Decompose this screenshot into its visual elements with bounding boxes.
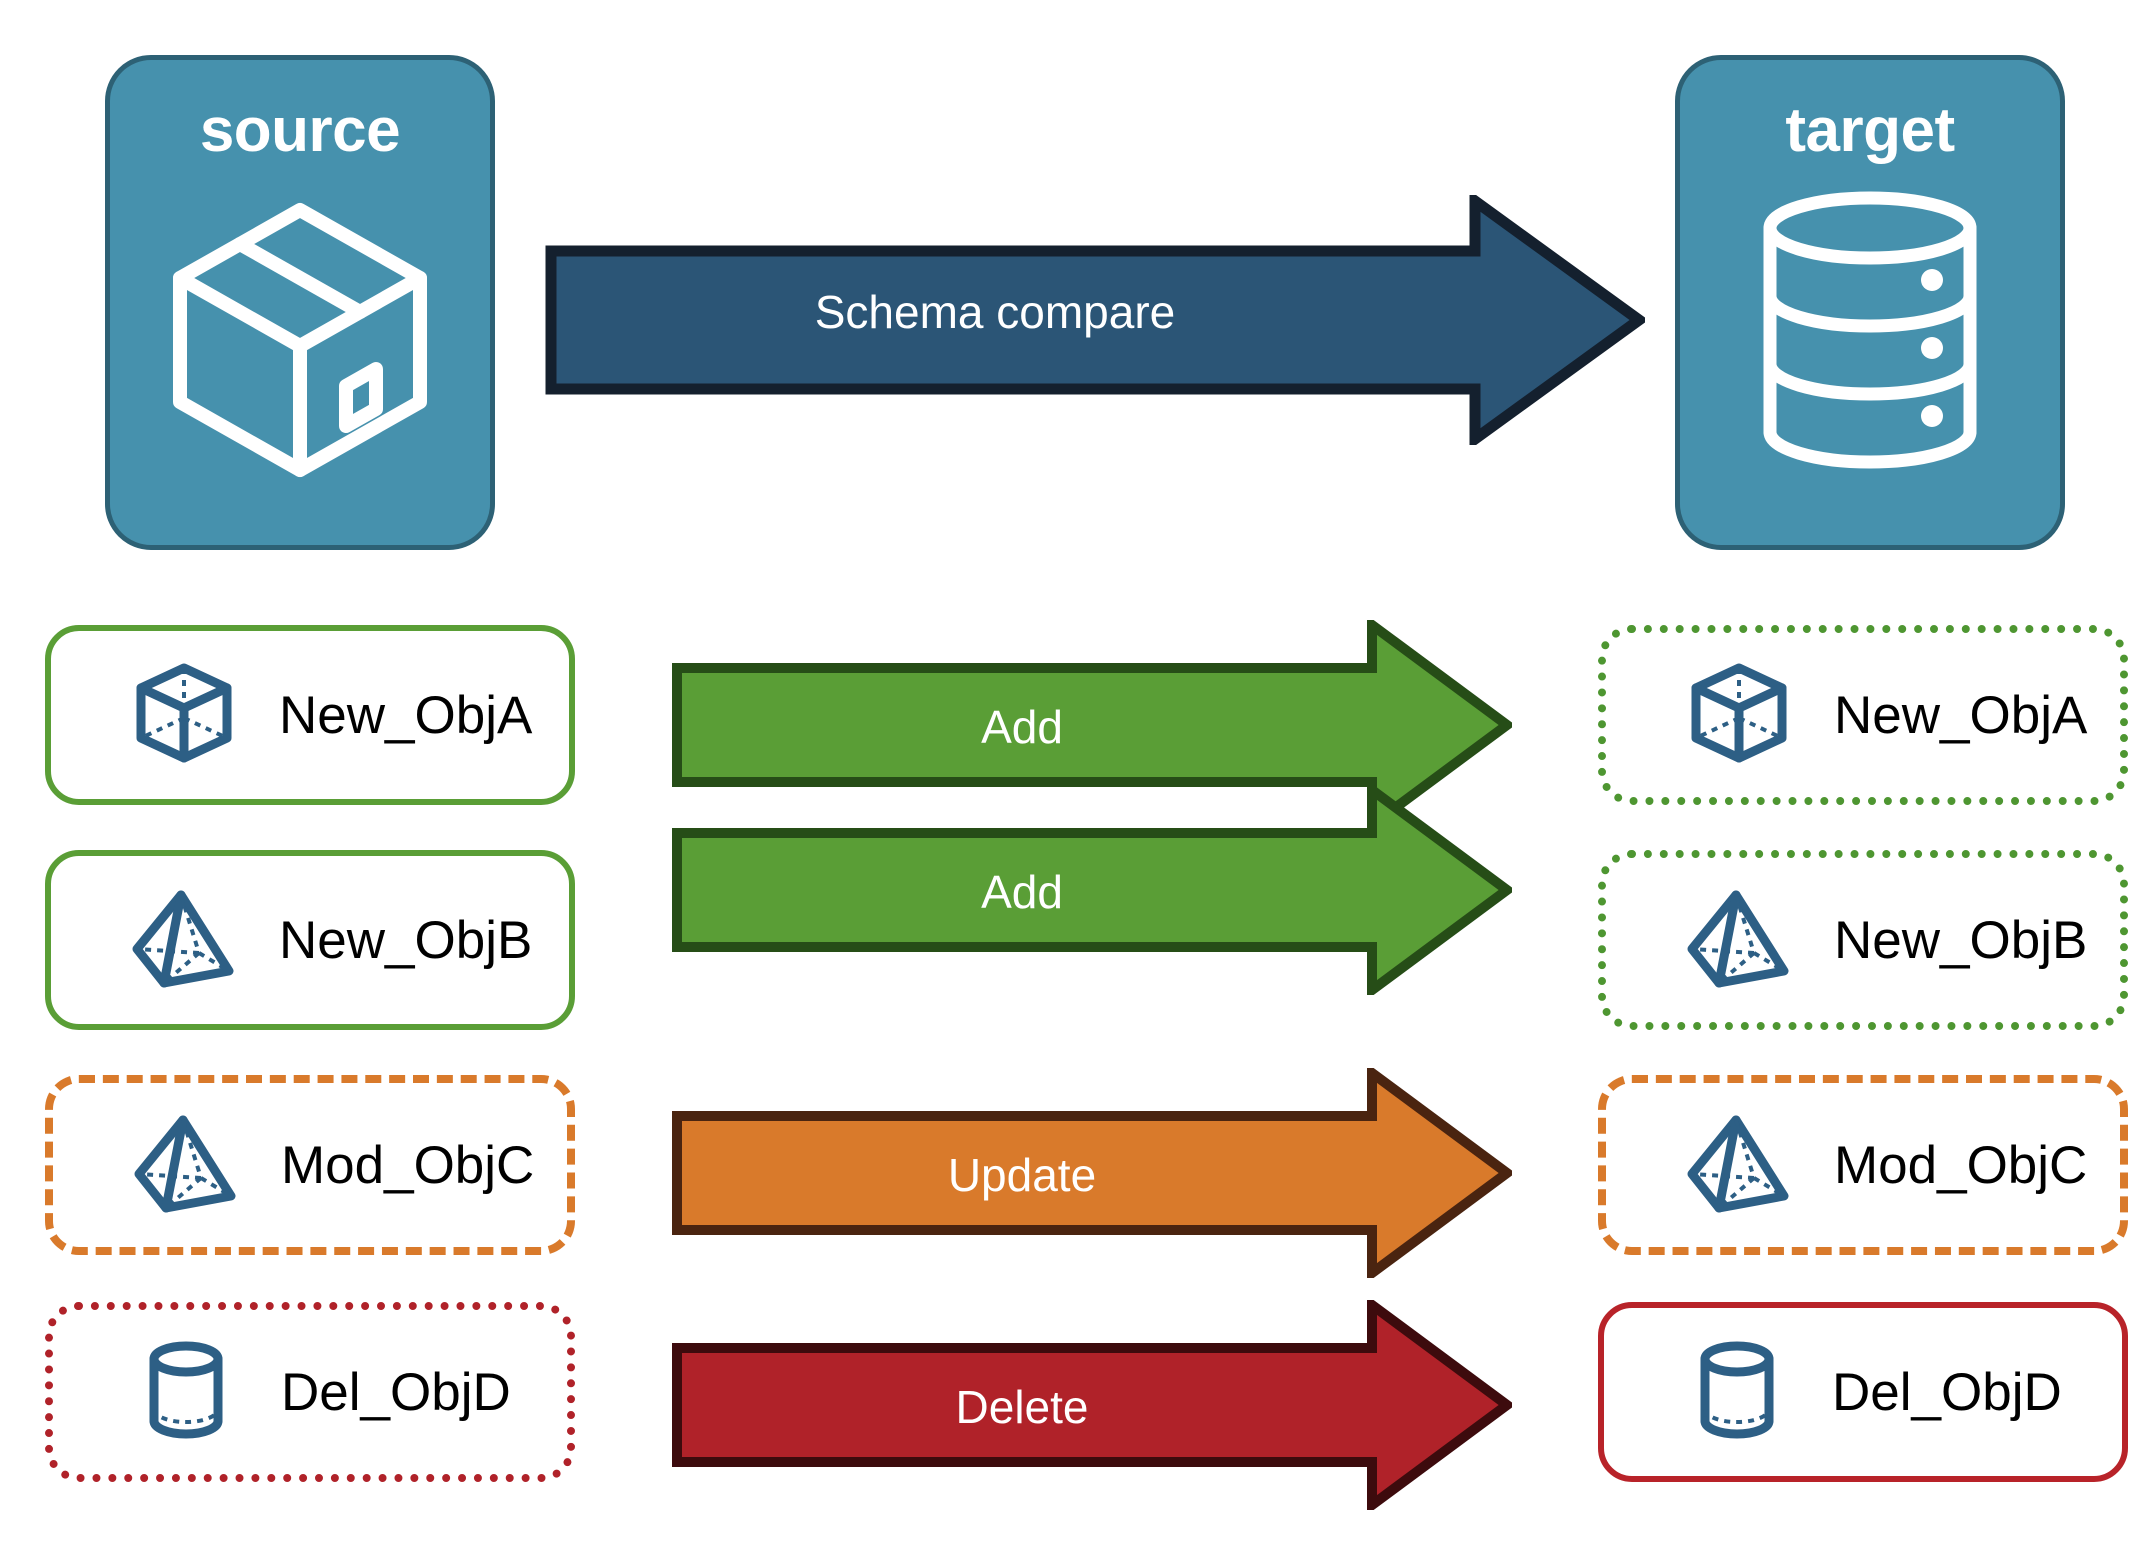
target-object-box-2[interactable]: Mod_ObjC	[1598, 1075, 2128, 1255]
source-object-box-2[interactable]: Mod_ObjC	[45, 1075, 575, 1255]
wireframe-cube-icon	[1684, 658, 1794, 773]
wireframe-pyramid-icon	[1684, 1108, 1794, 1223]
source-object-box-3[interactable]: Del_ObjD	[45, 1302, 575, 1482]
source-endpoint-card: source	[105, 55, 495, 550]
target-object-box-0[interactable]: New_ObjA	[1598, 625, 2128, 805]
target-object-label-3: Del_ObjD	[1832, 1362, 2062, 1422]
source-object-box-1[interactable]: New_ObjB	[45, 850, 575, 1030]
schema-compare-arrow	[545, 190, 1649, 450]
wireframe-pyramid-icon	[1684, 883, 1794, 998]
package-box-icon	[150, 180, 450, 485]
action-arrow-1	[672, 780, 1516, 1000]
source-object-box-0[interactable]: New_ObjA	[45, 625, 575, 805]
target-endpoint-card: target	[1675, 55, 2065, 550]
target-object-box-1[interactable]: New_ObjB	[1598, 850, 2128, 1030]
action-arrow-0	[672, 615, 1516, 835]
source-object-label-2: Mod_ObjC	[281, 1135, 535, 1195]
wireframe-pyramid-icon	[129, 883, 239, 998]
source-object-label-0: New_ObjA	[279, 685, 533, 745]
source-title: source	[199, 96, 401, 165]
target-object-box-3[interactable]: Del_ObjD	[1598, 1302, 2128, 1482]
source-object-label-1: New_ObjB	[279, 910, 533, 970]
wireframe-pyramid-icon	[131, 1108, 241, 1223]
target-object-label-1: New_ObjB	[1834, 910, 2088, 970]
target-object-label-2: Mod_ObjC	[1834, 1135, 2088, 1195]
wireframe-cylinder-icon	[131, 1335, 241, 1450]
wireframe-cylinder-icon	[1682, 1335, 1792, 1450]
wireframe-cube-icon	[129, 658, 239, 773]
database-cylinder-icon	[1720, 180, 2020, 485]
action-arrow-3	[672, 1295, 1516, 1515]
target-title: target	[1785, 96, 1955, 165]
action-arrow-2	[672, 1063, 1516, 1283]
source-object-label-3: Del_ObjD	[281, 1362, 511, 1422]
target-object-label-0: New_ObjA	[1834, 685, 2088, 745]
